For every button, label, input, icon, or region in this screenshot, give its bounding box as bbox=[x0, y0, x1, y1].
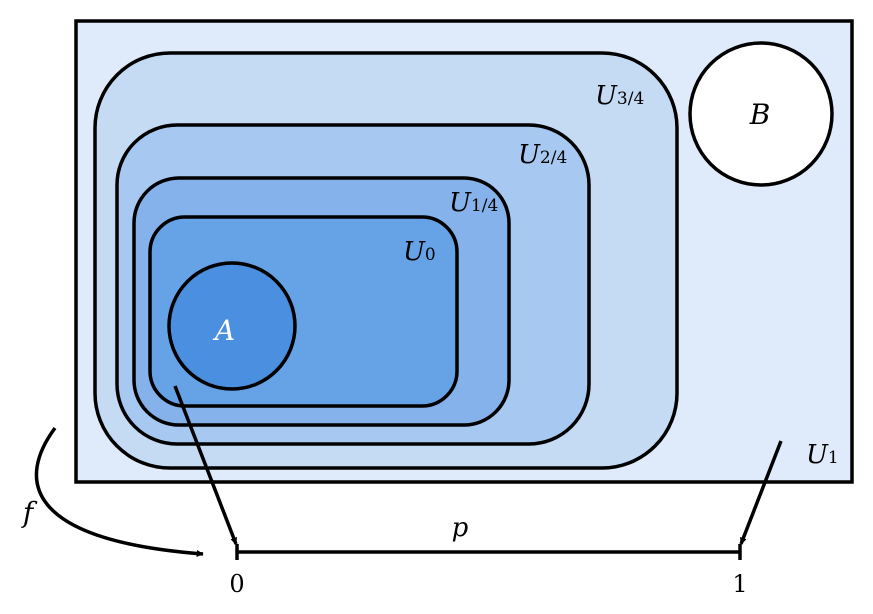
label-u-three-quarters: U3/4 bbox=[595, 81, 644, 111]
set-b bbox=[688, 41, 834, 187]
label-u-one-quarter: U1/4 bbox=[449, 188, 498, 218]
label-interval-start: 0 bbox=[229, 570, 244, 598]
label-set-a: A bbox=[212, 314, 235, 347]
arrow-u-one-to-one bbox=[739, 440, 783, 545]
label-u-zero: U0 bbox=[403, 237, 436, 267]
arrow-a-to-zero bbox=[173, 385, 238, 545]
label-u-two-quarters: U2/4 bbox=[518, 140, 567, 170]
set-a bbox=[167, 261, 297, 391]
label-set-b: B bbox=[749, 98, 771, 131]
label-path-p: p bbox=[452, 513, 469, 543]
arrow-map-f bbox=[34, 426, 204, 558]
label-u-one: U1 bbox=[806, 440, 839, 470]
label-map-f: f bbox=[21, 496, 38, 529]
label-interval-end: 1 bbox=[732, 570, 747, 598]
